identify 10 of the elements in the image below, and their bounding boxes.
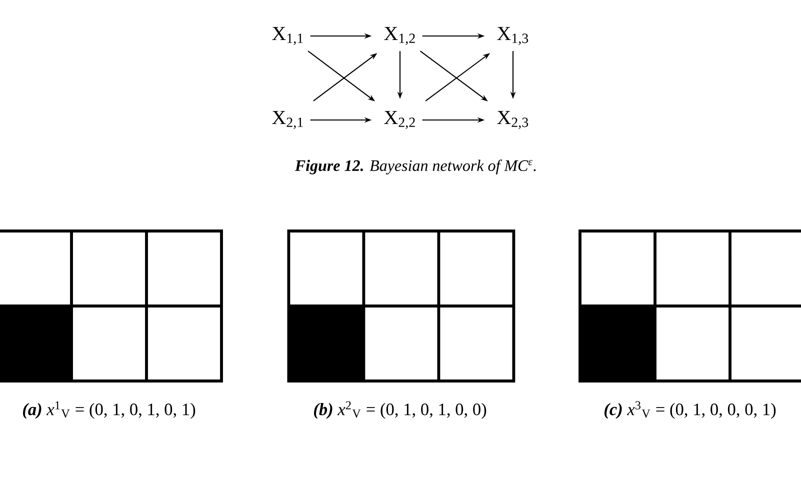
variable-label: X$_{1,3}$ — [497, 26, 528, 46]
variable-label: X$_{1,2}$ — [384, 26, 415, 46]
subcaption: (b) x$^{2}$$_{V}$ = (0, 1, 0, 1, 0, 0) — [314, 401, 486, 419]
subcaption: (c) x$^{3}$$_{V}$ = (0, 1, 0, 0, 0, 1) — [604, 401, 776, 419]
variable-label: X$_{2,1}$ — [272, 110, 303, 130]
subcaption: (a) x$^{1}$$_{V}$ = (0, 1, 0, 1, 0, 1) — [23, 401, 196, 419]
caption: Figure 12. Bayesian network of MC$^{ε}$. — [294, 160, 536, 174]
variable-label: X$_{1,1}$ — [272, 26, 303, 46]
variable-label: X$_{2,2}$ — [384, 110, 415, 130]
variable-label: X$_{2,3}$ — [497, 110, 528, 130]
